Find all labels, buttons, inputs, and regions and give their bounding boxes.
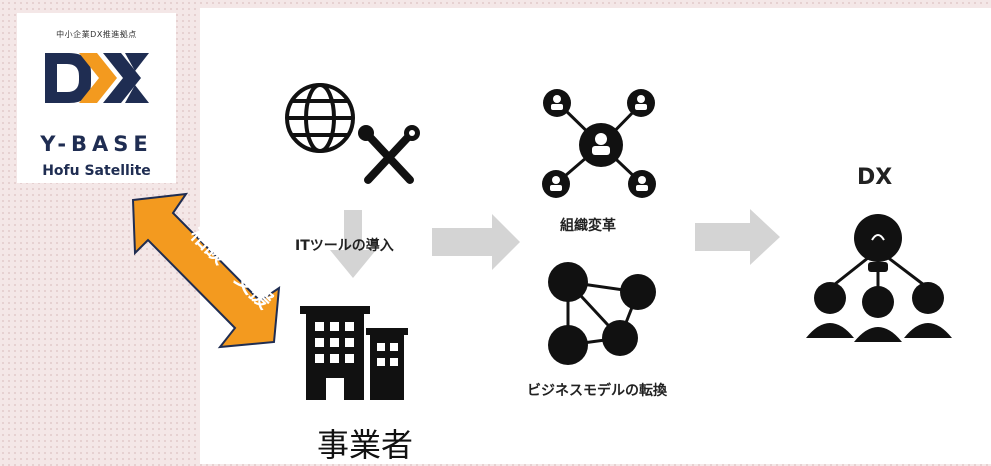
business-model-graph-icon: [548, 262, 656, 365]
arrow-right-2: [695, 209, 780, 265]
organization-network-icon: [542, 89, 656, 198]
tools-icon: [358, 125, 420, 184]
globe-icon: [285, 83, 355, 153]
logo-name: Y-BASE: [40, 132, 153, 156]
arrow-down: [330, 210, 376, 278]
dx-label: DX: [857, 165, 893, 190]
dx-people-icon: [806, 214, 952, 342]
it-tools-label: ITツールの導入: [295, 238, 394, 254]
logo-subname: Hofu Satellite: [42, 163, 151, 179]
business-operator-label: 事業者: [317, 426, 414, 464]
logo-card: 中小企業DX推進拠点 Y-BASE Hofu Satellite: [17, 13, 176, 183]
consult-arrow: [131, 192, 281, 349]
organization-change-label: 組織変革: [560, 218, 616, 234]
dx-logo-mark: [45, 53, 149, 103]
arrow-right-1: [432, 214, 520, 270]
business-model-label: ビジネスモデルの転換: [527, 383, 667, 399]
logo-tagline: 中小企業DX推進拠点: [56, 30, 137, 39]
building-icon: [300, 306, 408, 400]
